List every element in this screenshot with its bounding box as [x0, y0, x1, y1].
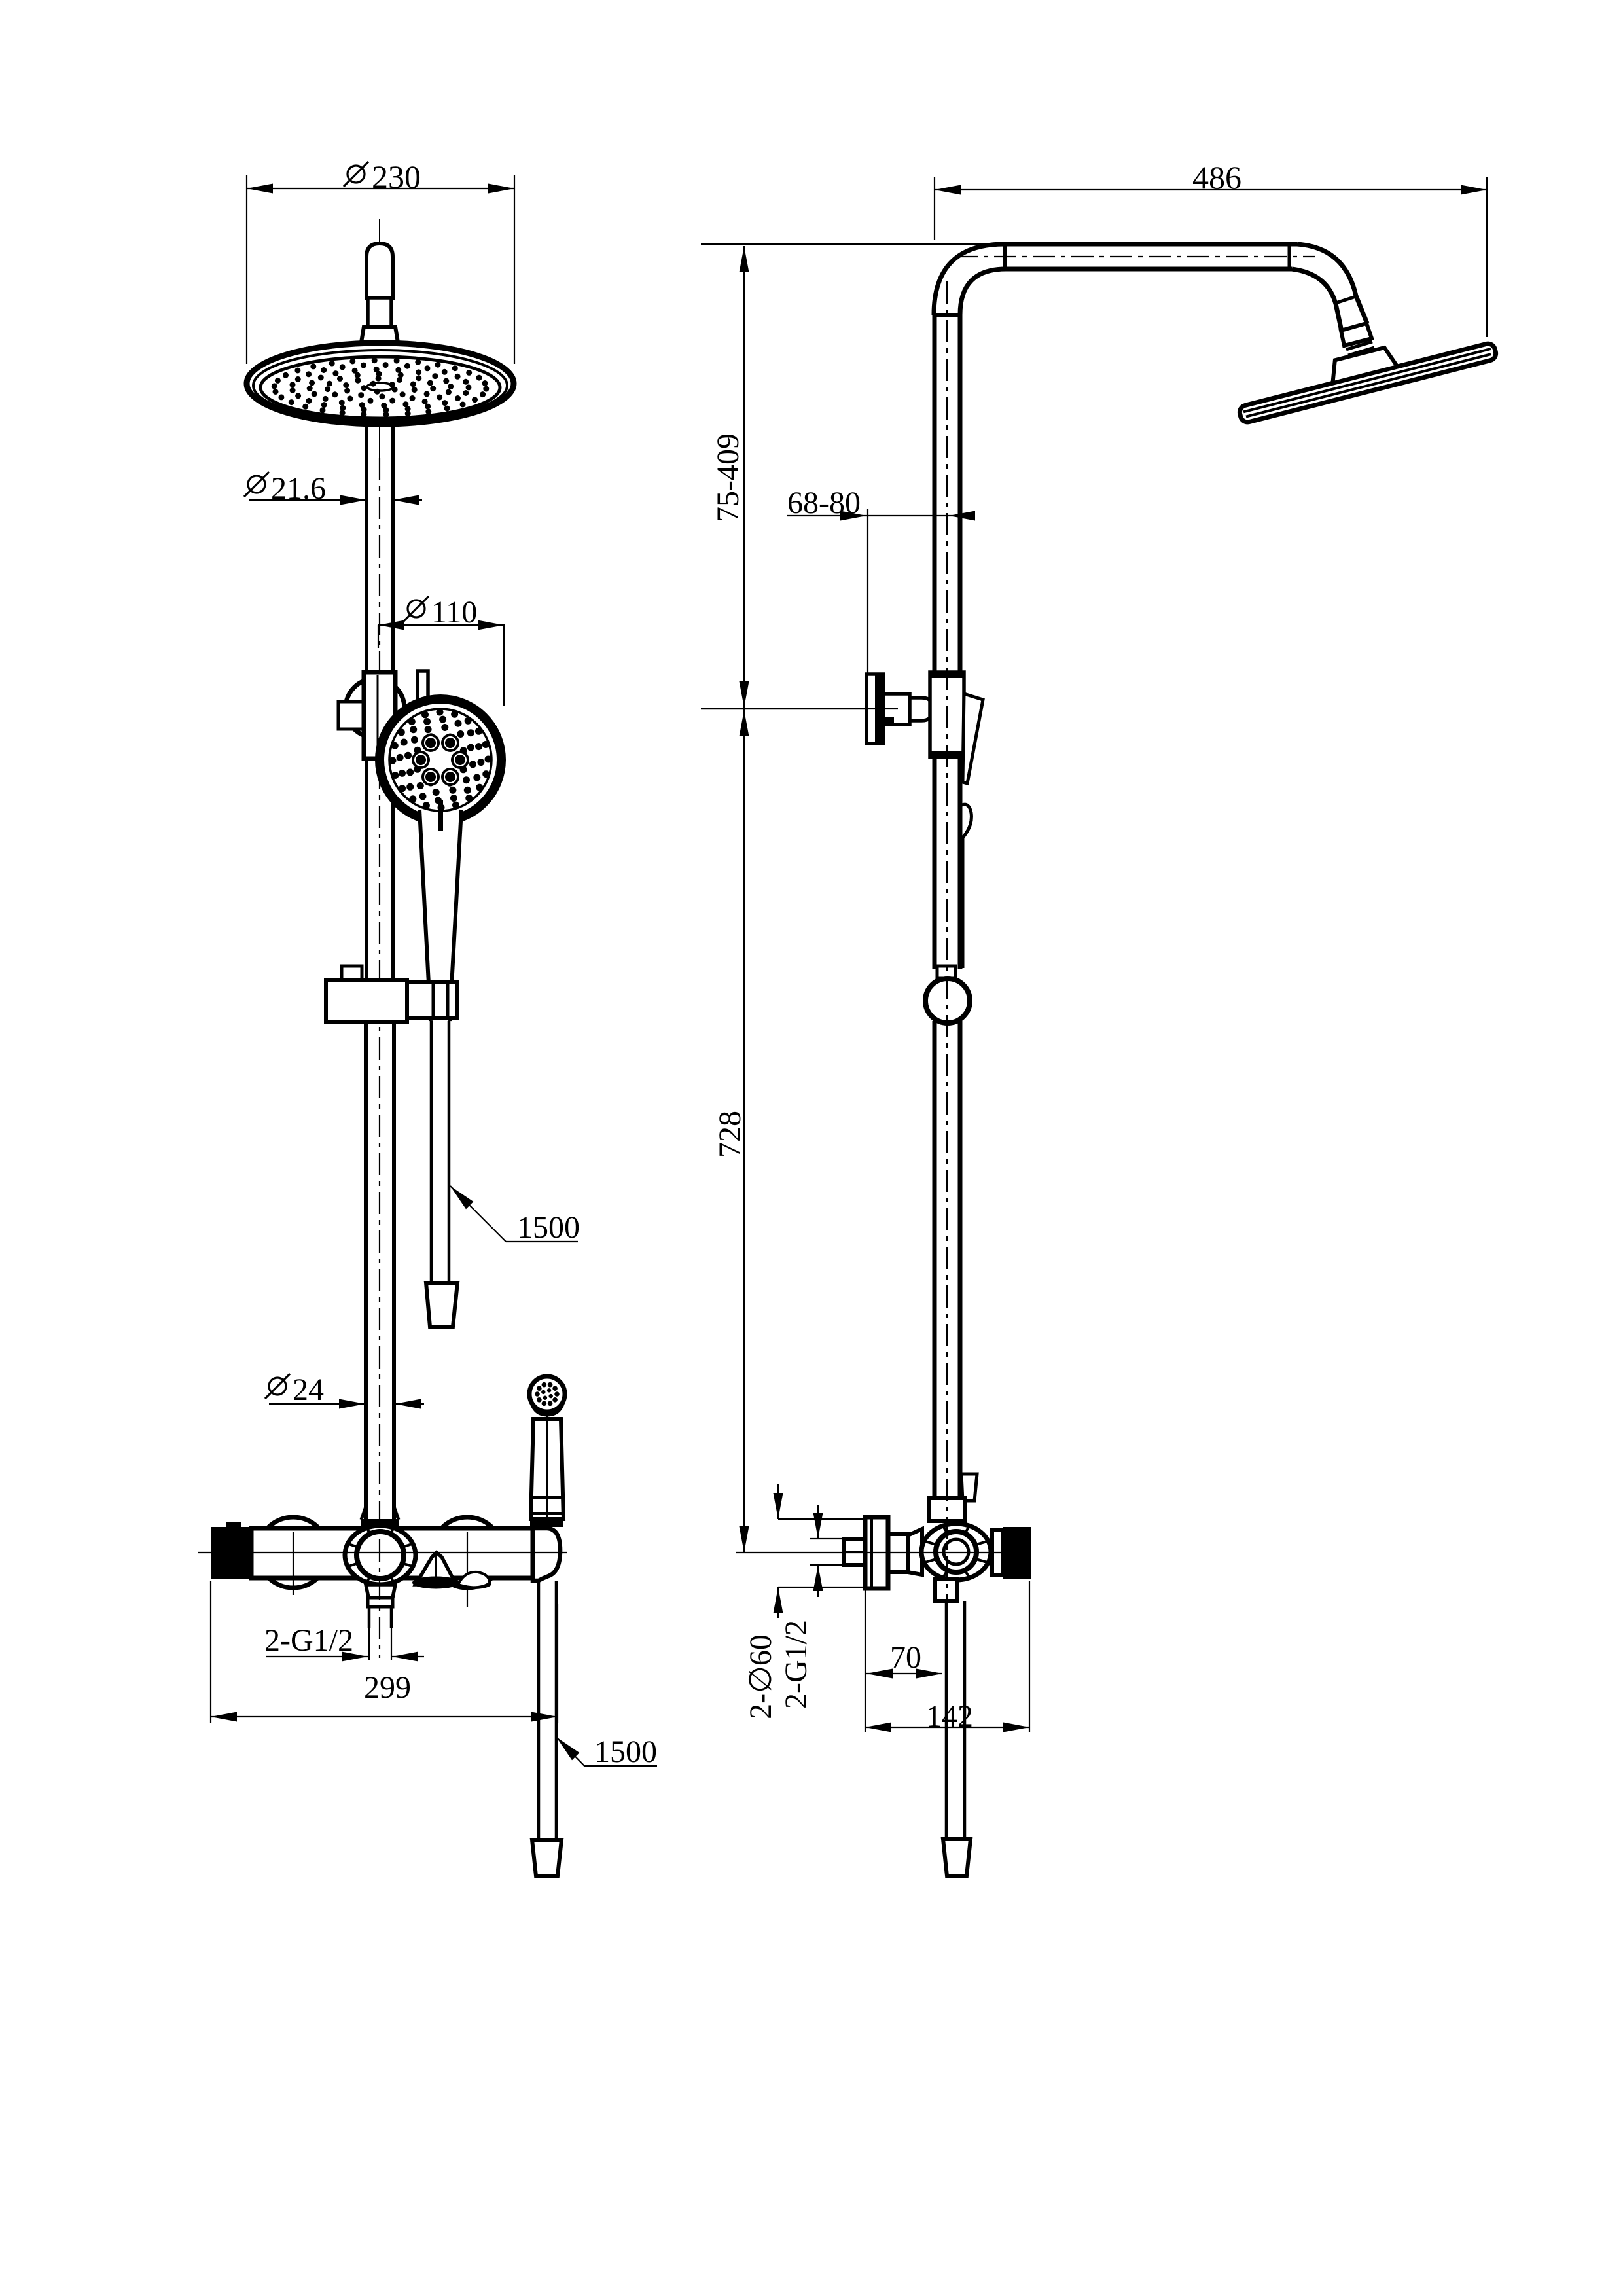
svg-text:486: 486: [1192, 159, 1241, 196]
svg-text:75-409: 75-409: [711, 433, 745, 522]
svg-text:1500: 1500: [594, 1734, 657, 1769]
svg-text:2-G1/2: 2-G1/2: [264, 1623, 353, 1658]
svg-text:1500: 1500: [517, 1210, 580, 1245]
svg-text:2-G1/2: 2-G1/2: [779, 1620, 813, 1709]
svg-text:142: 142: [926, 1699, 973, 1734]
svg-text:299: 299: [364, 1670, 411, 1705]
svg-text:230: 230: [372, 158, 421, 195]
svg-text:110: 110: [431, 595, 477, 630]
svg-text:2-∅60: 2-∅60: [743, 1634, 778, 1719]
svg-text:728: 728: [713, 1111, 747, 1158]
svg-text:24: 24: [293, 1372, 324, 1407]
